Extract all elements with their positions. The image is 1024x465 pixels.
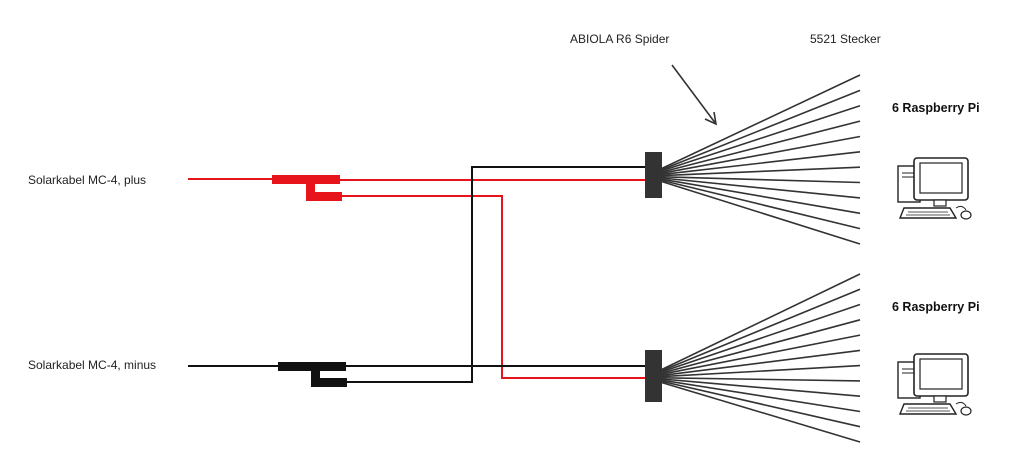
fan-wire (661, 135, 861, 174)
spider-bottom-body (645, 350, 662, 402)
fan-wire (661, 176, 861, 184)
connector-label: 5521 Stecker (810, 32, 881, 46)
desktop-computer-icon (897, 353, 972, 416)
minus-splitter (278, 362, 347, 387)
fan-wire (661, 178, 861, 215)
fan-wire (661, 349, 861, 377)
fan-wire (661, 74, 861, 170)
fan-out-bottom (661, 273, 861, 443)
minus-wiring (188, 166, 645, 383)
desktop-computer-icon (897, 157, 972, 220)
plus-splitter (272, 175, 342, 201)
fan-wire (661, 177, 861, 199)
fan-wire (661, 379, 861, 413)
fan-wire (661, 319, 861, 374)
fan-wire (661, 89, 861, 171)
fan-wire (661, 381, 861, 443)
fan-wire (661, 166, 861, 177)
fan-wire (661, 180, 861, 245)
plus-branch-bottom (340, 195, 645, 379)
fan-wire (661, 303, 861, 373)
pointer-arrow-icon (671, 64, 718, 126)
plus-cable-label: Solarkabel MC-4, plus (28, 173, 147, 187)
fan-wire (661, 377, 861, 382)
fan-wire (661, 120, 861, 173)
group-top-label: 6 Raspberry Pi (892, 101, 980, 115)
minus-cable-label: Solarkabel MC-4, minus (28, 358, 157, 372)
plus-wiring (188, 178, 645, 379)
minus-branch-bottom (346, 166, 645, 383)
fan-wire (661, 334, 861, 375)
fan-wire (661, 151, 861, 176)
fan-wire (661, 380, 861, 428)
fan-wire (661, 273, 861, 371)
fan-wire (661, 288, 861, 372)
group-bottom-label: 6 Raspberry Pi (892, 300, 980, 314)
fan-wire (661, 378, 861, 397)
fan-out-top (661, 74, 861, 245)
spider-top-body (645, 152, 662, 198)
fan-wire (661, 104, 861, 172)
fan-wire (661, 364, 861, 378)
fan-wire (661, 179, 861, 230)
spider-label: ABIOLA R6 Spider (570, 32, 670, 46)
